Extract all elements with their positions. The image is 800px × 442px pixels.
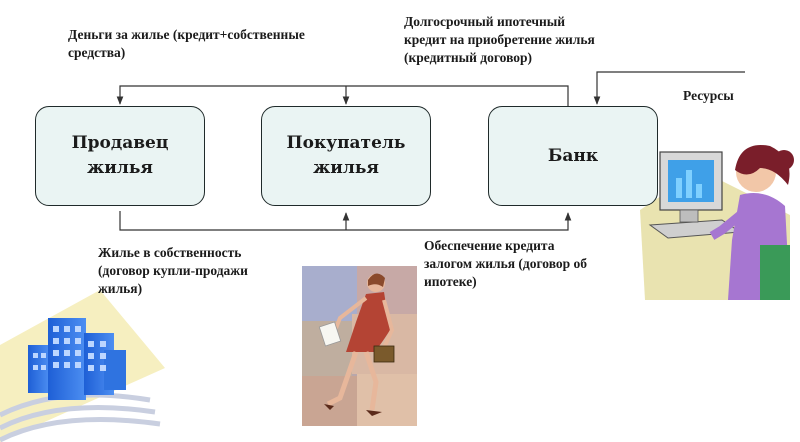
bank-clerk-illustration xyxy=(640,145,794,300)
resources-label: Ресурсы xyxy=(683,88,734,103)
property-flow-connector xyxy=(119,211,572,231)
money-label: Деньги за жилье (кредит+собственные сред… xyxy=(68,27,305,61)
collateral-label: Обеспечение кредита залогом жилья (догов… xyxy=(424,238,588,290)
money-flow-connector xyxy=(116,85,569,106)
buildings-illustration xyxy=(0,290,165,442)
buyer-node: Покупатель жилья xyxy=(261,106,431,206)
resources-arrow xyxy=(593,71,745,105)
buyer-woman-illustration xyxy=(302,266,417,426)
property-label: Жилье в собственность (договор купли-про… xyxy=(98,245,248,297)
seller-node: Продавец жилья xyxy=(35,106,205,206)
bank-node: Банк xyxy=(488,106,658,206)
mortgage-loan-label: Долгосрочный ипотечный кредит на приобре… xyxy=(404,14,595,66)
